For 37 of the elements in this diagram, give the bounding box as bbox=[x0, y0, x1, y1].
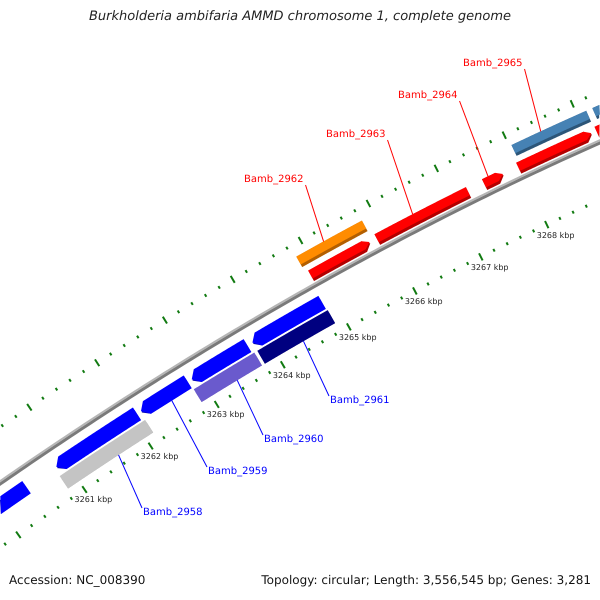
scale-label: 3264 kbp bbox=[272, 372, 311, 381]
diagram-title: Burkholderia ambifaria AMMD chromosome 1, complete genome bbox=[88, 10, 512, 24]
gene-feature-bar bbox=[56, 408, 142, 470]
gene-label: Bamb_2964 bbox=[398, 90, 458, 101]
gene-label: Bamb_2962 bbox=[244, 174, 304, 185]
scale-label: 3262 kbp bbox=[140, 453, 178, 462]
scale-label: 3268 kbp bbox=[536, 232, 574, 240]
leader-line bbox=[305, 184, 324, 242]
gene-feature-bar bbox=[0, 481, 31, 514]
gene-feature-bar bbox=[374, 187, 472, 245]
gene-label: Bamb_2960 bbox=[264, 434, 324, 445]
gene-label: Bamb_2958 bbox=[143, 507, 203, 518]
gene-feature-bar bbox=[252, 296, 326, 346]
gene-feature-bar bbox=[592, 104, 600, 120]
footer-text: Accession: NC_008390 bbox=[9, 574, 146, 588]
leader-line bbox=[171, 400, 208, 468]
scale-label: 3261 kbp bbox=[74, 496, 112, 506]
gene-feature-bar bbox=[296, 220, 368, 268]
gene-feature-bar bbox=[594, 124, 600, 138]
leader-line bbox=[524, 68, 542, 132]
gene-label: Bamb_2965 bbox=[463, 58, 523, 69]
leader-line bbox=[236, 380, 264, 436]
gene-label: Bamb_2963 bbox=[326, 129, 386, 140]
gene-feature-bar bbox=[140, 375, 192, 414]
scale-label: 3267 kbp bbox=[470, 264, 509, 273]
scale-label: 3263 kbp bbox=[206, 411, 244, 420]
leader-line bbox=[118, 454, 142, 508]
gene-feature-bar bbox=[511, 110, 592, 156]
scale-label: 3266 kbp bbox=[404, 298, 443, 307]
footer-text: Topology: circular; Length: 3,556,545 bp; Genes: 3,281 bbox=[261, 574, 591, 588]
gene-label: Bamb_2961 bbox=[330, 395, 390, 406]
leader-line bbox=[459, 100, 488, 177]
scale-label: 3265 kbp bbox=[338, 334, 377, 343]
leader-line bbox=[387, 140, 414, 215]
gene-feature-bar bbox=[192, 339, 252, 382]
gene-feature-bar bbox=[482, 172, 504, 190]
gene-label: Bamb_2959 bbox=[208, 466, 268, 477]
